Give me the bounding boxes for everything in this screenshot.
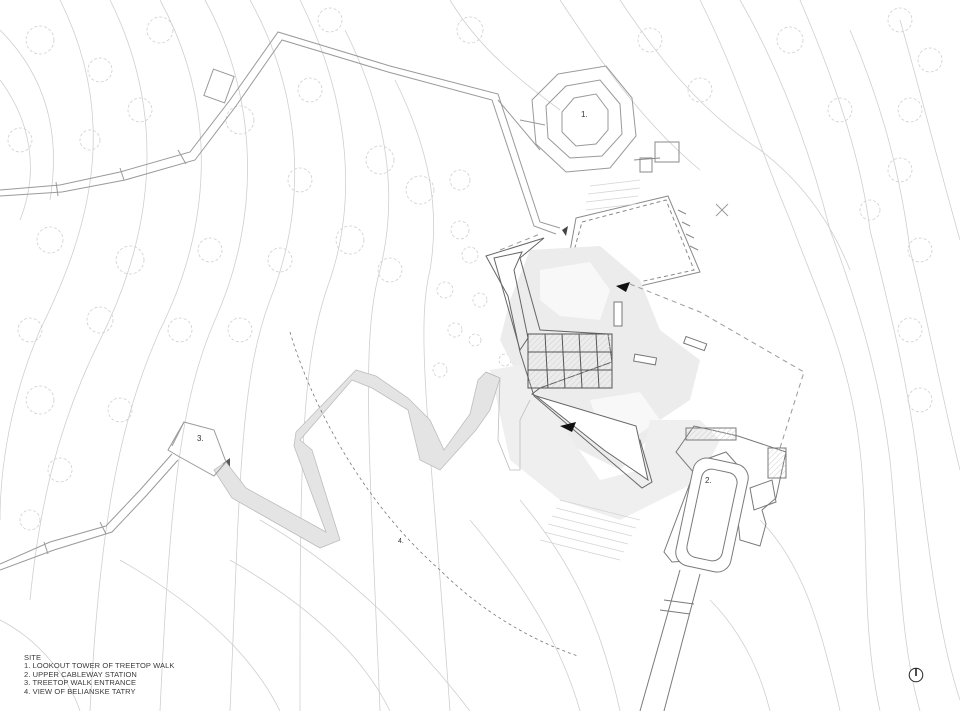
- label-view: 4.: [398, 538, 404, 545]
- legend-item-3: 3. TREETOP WALK ENTRANCE: [24, 678, 137, 688]
- label-cableway: 2.: [705, 476, 712, 485]
- arrow-marker-2: [560, 422, 576, 432]
- label-entrance: 3.: [197, 434, 204, 443]
- label-tower: 1.: [581, 110, 588, 119]
- steps: [539, 179, 641, 561]
- main-building: [485, 237, 653, 489]
- legend-item-1: 1. LOOKOUT TOWER OF TREETOP WALK: [24, 661, 175, 671]
- arrow-marker-1: [616, 282, 630, 292]
- benches: [613, 301, 708, 366]
- arrow-marker-3: [562, 226, 568, 236]
- legend-title: SITE: [24, 653, 42, 662]
- lookout-tower: [497, 65, 637, 173]
- treetop-walk-entrance: [0, 421, 227, 571]
- legend-item-4: 4. VIEW OF BELIANSKE TATRY: [24, 686, 136, 696]
- site-legend: SITE 1. LOOKOUT TOWER OF TREETOP WALK 2.…: [24, 653, 175, 696]
- cableway-station: [639, 425, 787, 711]
- treetop-walk-upper: [0, 31, 561, 235]
- zigzag-ramp: [213, 369, 531, 549]
- dashed-boundary: [499, 233, 805, 449]
- north-arrow-icon: [908, 667, 924, 683]
- cross-marker: [715, 203, 729, 217]
- trees: [7, 7, 943, 531]
- view-arc: [289, 331, 579, 657]
- legend-item-2: 2. UPPER CABLEWAY STATION: [24, 669, 137, 679]
